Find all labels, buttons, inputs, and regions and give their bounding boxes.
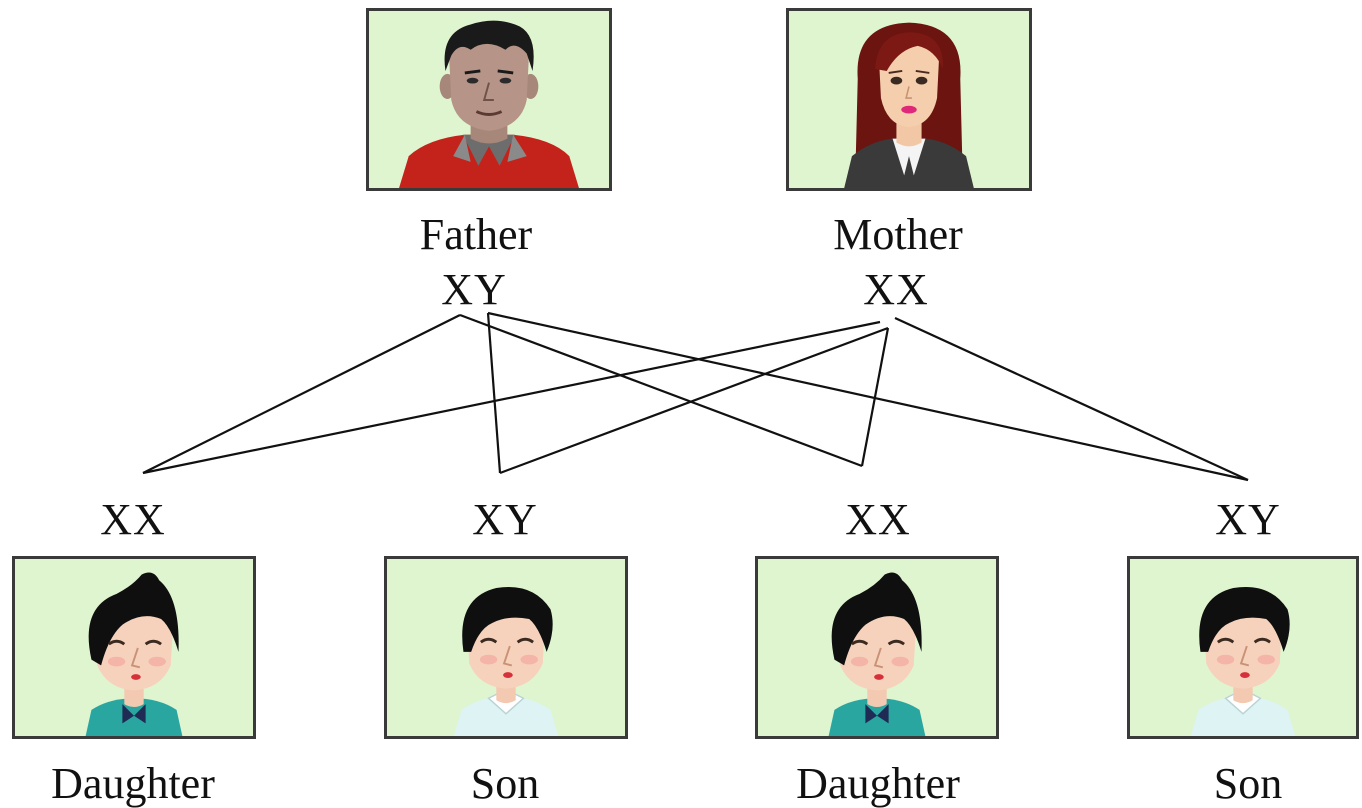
father-name-label: Father xyxy=(419,210,533,259)
child-1-name-label: Daughter xyxy=(51,759,215,808)
line-mother-x-son-2 xyxy=(894,317,1249,481)
line-father-x-daughter-1 xyxy=(142,314,461,474)
child-3-name-label: Daughter xyxy=(796,759,960,808)
child-2-chromosome-label: XY xyxy=(472,495,538,544)
girl-portrait-icon xyxy=(828,572,926,736)
father-portrait-frame xyxy=(366,8,612,191)
line-father-x-daughter-2 xyxy=(459,313,863,468)
boy-portrait-icon xyxy=(453,586,559,736)
child-2-portrait-frame xyxy=(384,556,628,739)
line-father-y-son-2 xyxy=(487,311,1249,482)
child-2-name-label: Son xyxy=(470,759,540,808)
child-4-chromosome-label: XY xyxy=(1215,495,1281,544)
girl-portrait-icon xyxy=(85,572,183,736)
line-mother-x-daughter-2 xyxy=(860,327,890,467)
line-mother-x-son-1 xyxy=(499,326,889,475)
child-4-portrait-frame xyxy=(1127,556,1359,739)
child-1-chromosome-label: XX xyxy=(100,495,166,544)
father-chromosome-label: XY xyxy=(441,265,507,314)
woman-portrait-icon xyxy=(844,22,974,188)
line-father-y-son-1-a xyxy=(486,312,502,474)
child-3-chromosome-label: XX xyxy=(845,495,911,544)
mother-name-label: Mother xyxy=(833,210,963,259)
child-3-portrait-frame xyxy=(755,556,999,739)
mother-chromosome-label: XX xyxy=(863,265,929,314)
child-4-name-label: Son xyxy=(1213,759,1283,808)
boy-portrait-icon xyxy=(1190,586,1296,736)
line-mother-x-daughter-1 xyxy=(142,320,881,475)
man-portrait-icon xyxy=(399,20,579,188)
mother-portrait-frame xyxy=(786,8,1032,191)
child-1-portrait-frame xyxy=(12,556,256,739)
